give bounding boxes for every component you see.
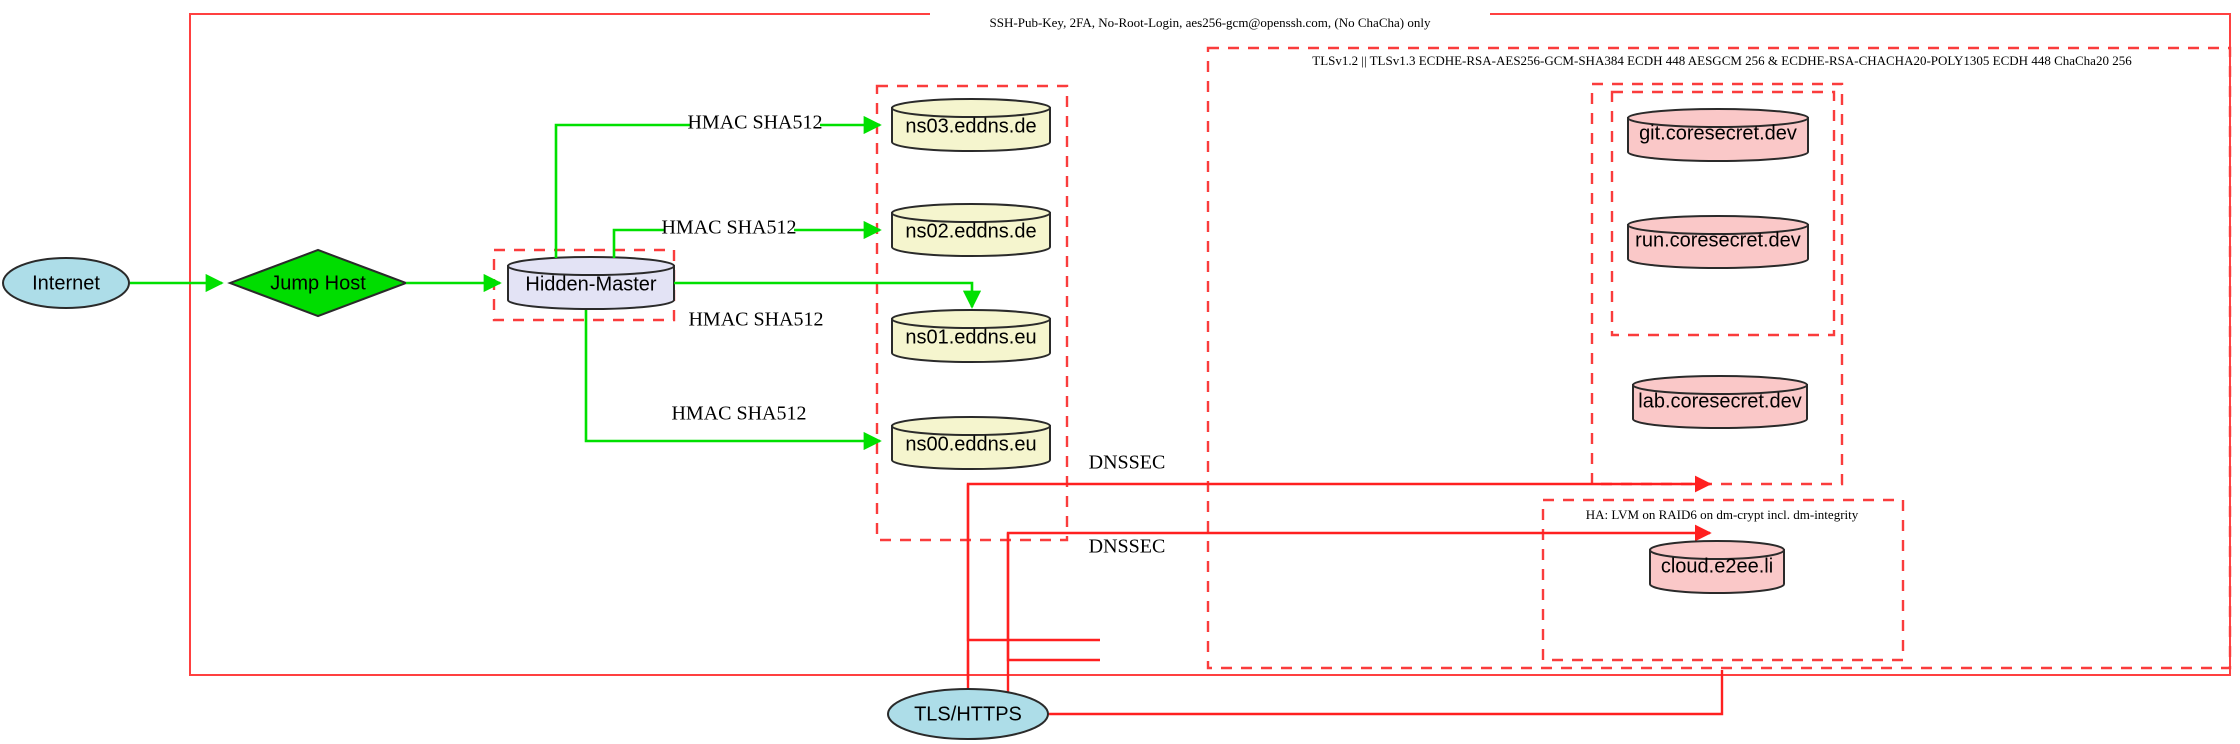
git-label: git.coresecret.dev [1639,122,1797,144]
tls-https-ellipse [887,688,1049,740]
hidden-master-cyl-top [507,256,675,276]
dnssec-lower-label-group: DNSSEC [1080,536,1175,559]
node-hidden-master[interactable]: Hidden-Master [507,256,675,310]
tls-https-label: TLS/HTTPS [914,703,1022,725]
internet-label: Internet [32,272,100,294]
node-cloud-e2ee[interactable]: cloud.e2ee.li [1649,540,1785,594]
jump-host-label: Jump Host [270,272,366,294]
cloud-cyl-top [1649,540,1785,560]
ns00-label: ns00.eddns.eu [905,433,1036,455]
hidden-master-cyl-body [507,265,675,310]
hmac-label-ns02-group: HMAC SHA512 [661,217,797,240]
ha-cluster-label-group: HA: LVM on RAID6 on dm-crypt incl. dm-in… [1548,503,1900,523]
dnssec-upper-label: DNSSEC [1089,452,1166,474]
cloud-label: cloud.e2ee.li [1661,555,1773,577]
ssh-boundary-label: SSH-Pub-Key, 2FA, No-Root-Login, aes256-… [990,15,1431,30]
git-cyl-top [1627,108,1809,128]
tls-https-right-connector [1048,670,1724,716]
ha-cluster-label: HA: LVM on RAID6 on dm-crypt incl. dm-in… [1586,507,1859,522]
ns02-cyl-top [891,203,1051,223]
hmac-label-ns01: HMAC SHA512 [688,309,823,331]
node-tls-https[interactable]: TLS/HTTPS [887,688,1049,740]
tls-cluster-label-group: TLSv1.2 || TLSv1.3 ECDHE-RSA-AES256-GCM-… [1215,50,2225,70]
ns03-cyl-top [891,98,1051,118]
run-label: run.coresecret.dev [1635,229,1801,251]
dnssec-lower-path [1006,524,1712,712]
node-lab-coresecret[interactable]: lab.coresecret.dev [1632,375,1808,429]
internet-ellipse [2,257,130,309]
dns-cluster-box [875,84,1069,542]
ssh-boundary-label-group: SSH-Pub-Key, 2FA, No-Root-Login, aes256-… [930,10,1490,32]
ssh-boundary-box [189,13,2231,676]
node-ns01[interactable]: ns01.eddns.eu [891,309,1051,363]
ns01-cyl-top [891,309,1051,329]
ns03-cyl-body [891,107,1051,152]
hmac-label-ns00-group: HMAC SHA512 [671,403,807,426]
git-cyl-body [1627,117,1809,162]
coresecret-outer-box [1590,82,1844,486]
cloud-cyl-body [1649,549,1785,594]
ns03-label: ns03.eddns.de [905,115,1036,137]
run-cyl-top [1627,215,1809,235]
node-ns02[interactable]: ns02.eddns.de [891,203,1051,257]
lab-cyl-top [1632,375,1808,395]
hmac-label-ns03-group: HMAC SHA512 [687,112,823,135]
hidden-master-label: Hidden-Master [525,273,657,295]
tls-cluster-box [1206,46,2232,670]
dnssec-lower-route [1006,533,1100,662]
ns00-cyl-top [891,416,1051,436]
dnssec-lower-label: DNSSEC [1089,536,1166,558]
hmac-label-ns00: HMAC SHA512 [671,403,806,425]
hmac-label-ns02: HMAC SHA512 [661,217,796,239]
ns02-label: ns02.eddns.de [905,220,1036,242]
ha-cluster-box [1541,498,1905,662]
coresecret-inner-box [1610,90,1836,337]
node-git-coresecret[interactable]: git.coresecret.dev [1627,108,1809,162]
node-ns00[interactable]: ns00.eddns.eu [891,416,1051,470]
node-jump-host[interactable]: Jump Host [227,248,409,318]
ns02-cyl-body [891,212,1051,257]
node-internet[interactable]: Internet [2,257,130,309]
ns01-label: ns01.eddns.eu [905,326,1036,348]
hmac-label-ns01-group: HMAC SHA512 [688,309,823,331]
run-cyl-body [1627,224,1809,269]
dnssec-upper-label-group: DNSSEC [1080,452,1175,475]
edge-hm-to-ns00 [584,310,882,451]
lab-cyl-body [1632,384,1808,429]
edge-hm-to-ns01 [674,281,982,309]
ns01-cyl-body [891,318,1051,363]
dnssec-upper-route [966,484,1100,642]
tls-cluster-label: TLSv1.2 || TLSv1.3 ECDHE-RSA-AES256-GCM-… [1312,53,2132,68]
ns00-cyl-body [891,425,1051,470]
lab-label: lab.coresecret.dev [1638,390,1801,412]
node-run-coresecret[interactable]: run.coresecret.dev [1627,215,1809,269]
hmac-label-ns03: HMAC SHA512 [687,112,822,134]
node-ns03[interactable]: ns03.eddns.de [891,98,1051,152]
